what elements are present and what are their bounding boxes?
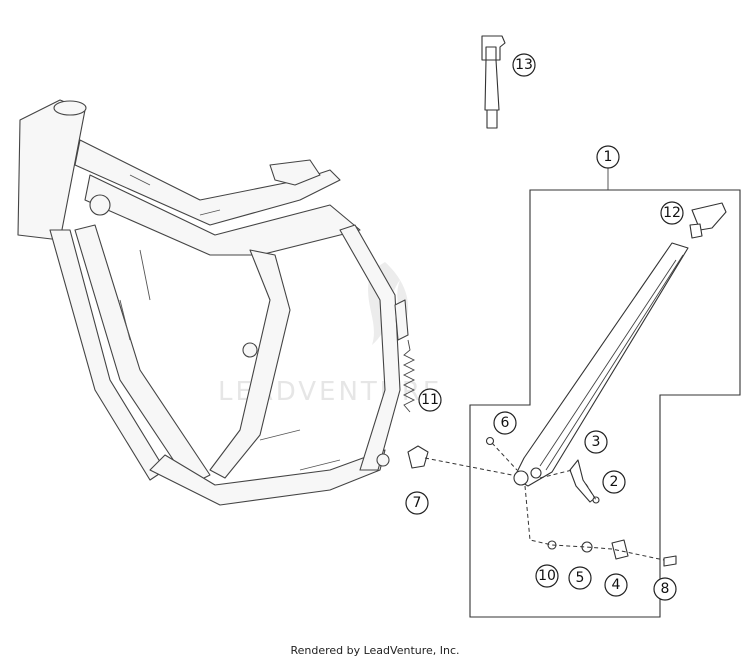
assembly-lines	[424, 442, 665, 561]
callout-1-label: 1	[604, 149, 613, 165]
footer-credit: Rendered by LeadVenture, Inc.	[290, 644, 460, 657]
callout-3: 3	[584, 430, 608, 454]
callout-6: 6	[493, 411, 517, 435]
callout-3-label: 3	[592, 434, 601, 450]
motorcycle-frame	[17, 99, 409, 506]
callout-13: 13	[512, 53, 536, 77]
callout-6-label: 6	[501, 415, 510, 431]
bracket-7	[407, 445, 429, 469]
callout-10-label: 10	[538, 568, 556, 584]
callout-1: 1	[596, 145, 620, 169]
side-stand	[513, 242, 689, 487]
callout-10: 10	[535, 564, 559, 588]
assembly-box	[469, 189, 741, 618]
tool-part	[481, 35, 506, 129]
callout-7-label: 7	[413, 495, 422, 511]
bolt-6	[485, 436, 495, 446]
callout-8: 8	[653, 577, 677, 601]
callout-13-label: 13	[515, 57, 533, 73]
callout-4: 4	[604, 573, 628, 597]
callout-12: 12	[660, 201, 684, 225]
bolt-8	[663, 555, 677, 567]
callout-5: 5	[568, 566, 592, 590]
callout-5-label: 5	[576, 570, 585, 586]
callout-2-label: 2	[610, 474, 619, 490]
callout-7: 7	[405, 491, 429, 515]
callout-4-label: 4	[612, 577, 621, 593]
hardware	[407, 436, 677, 567]
callout-12-label: 12	[663, 205, 681, 221]
bracket-3	[569, 459, 596, 503]
callout-11-label: 11	[421, 392, 439, 408]
callout-11: 11	[418, 388, 442, 412]
spring	[402, 339, 416, 413]
callout-8-label: 8	[661, 581, 670, 597]
bushing-4	[611, 539, 629, 560]
foot-pad	[689, 202, 727, 239]
callout-2: 2	[602, 470, 626, 494]
screw-2	[592, 496, 600, 504]
